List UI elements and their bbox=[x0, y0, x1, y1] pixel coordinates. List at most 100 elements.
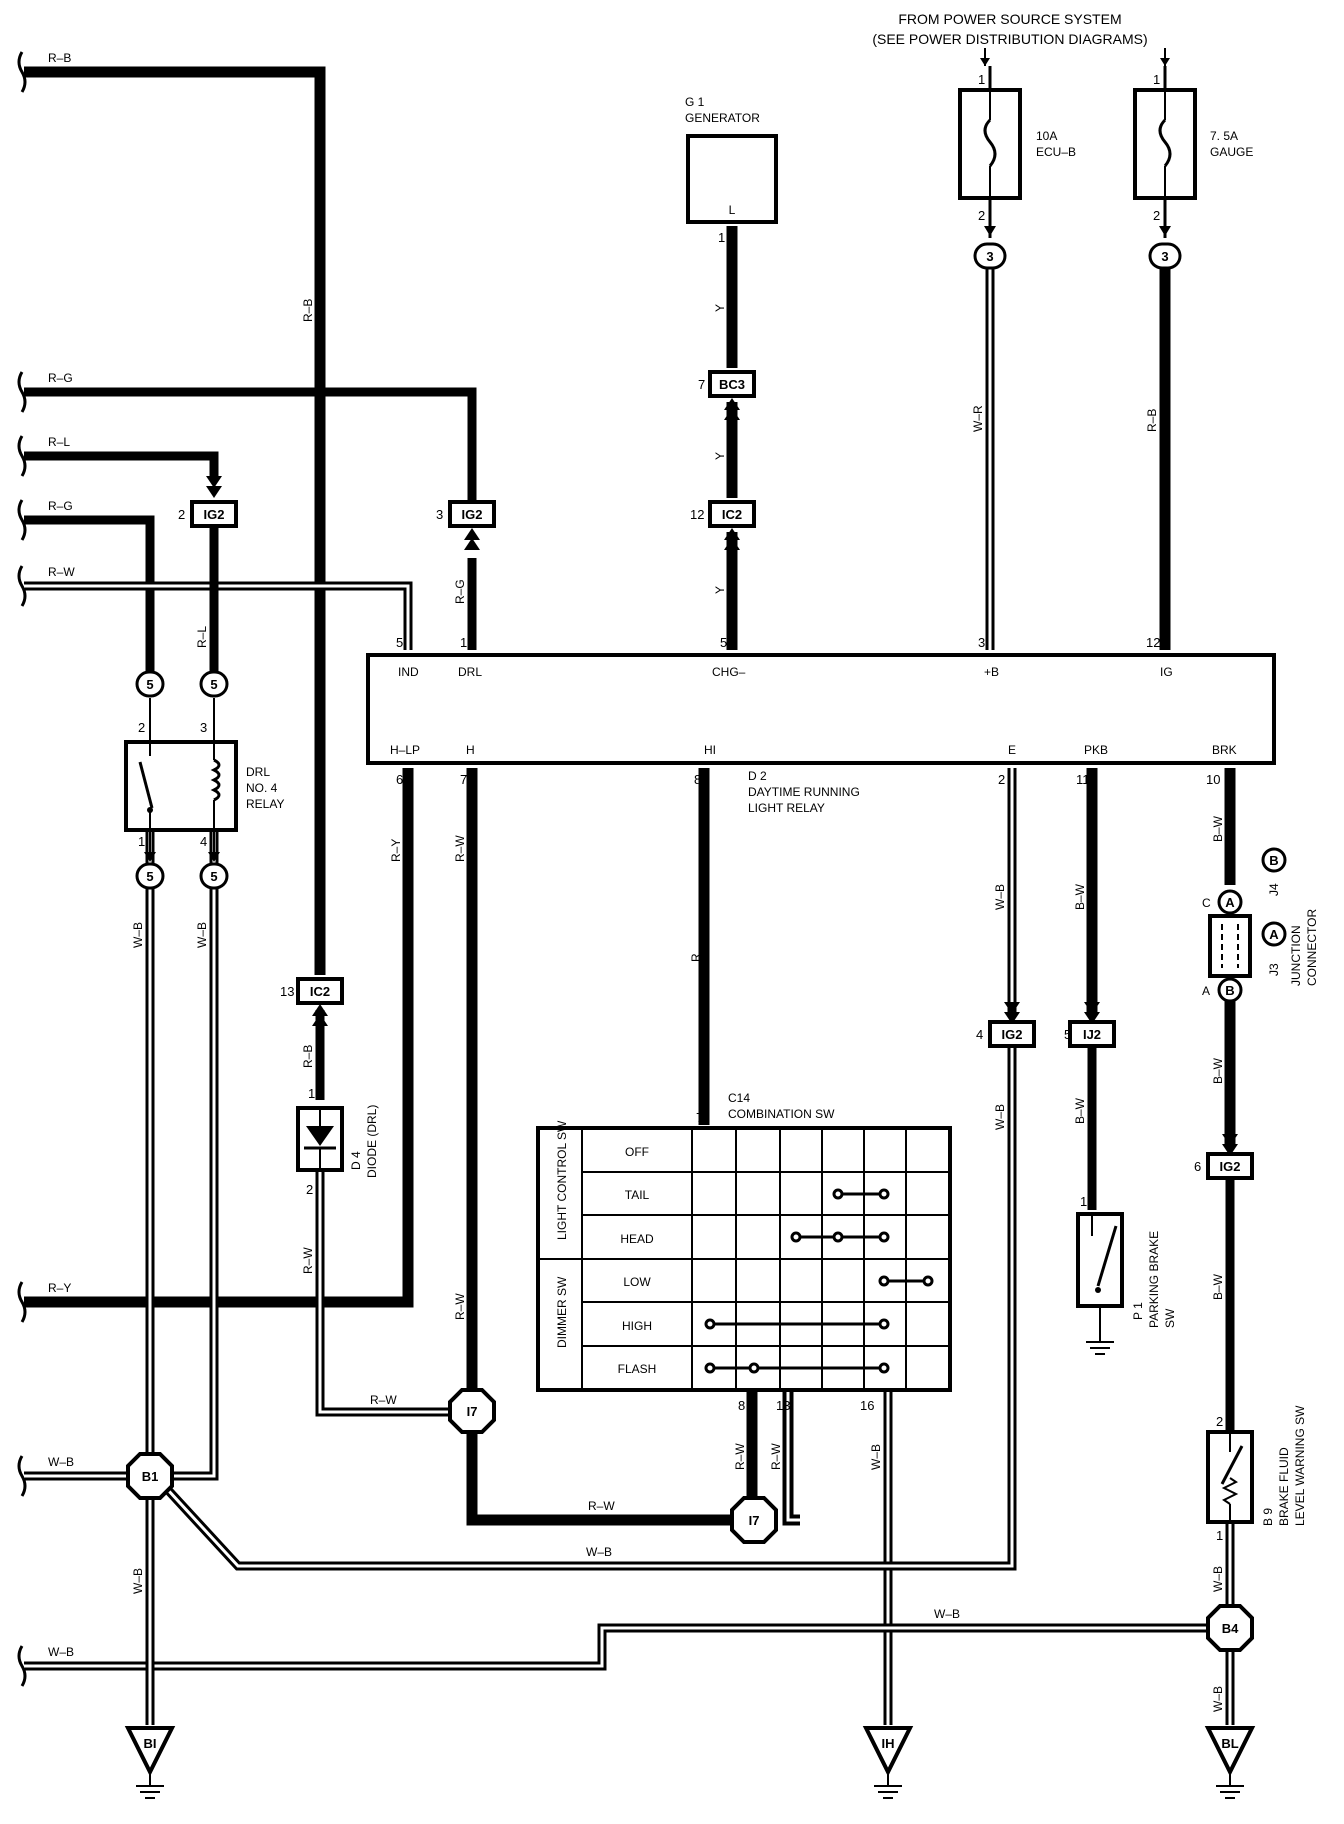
svg-text:JUNCTION: JUNCTION bbox=[1289, 925, 1303, 986]
svg-text:IND: IND bbox=[398, 665, 419, 679]
svg-text:W–B: W–B bbox=[1211, 1686, 1225, 1712]
svg-text:R–W: R–W bbox=[370, 1393, 397, 1407]
generator: G 1 GENERATOR L 1 bbox=[685, 95, 778, 245]
svg-text:7. 5A: 7. 5A bbox=[1210, 129, 1238, 143]
svg-text:2: 2 bbox=[1153, 208, 1160, 223]
svg-text:COMBINATION SW: COMBINATION SW bbox=[728, 1107, 835, 1121]
svg-text:A: A bbox=[1202, 984, 1210, 998]
svg-text:R–W: R–W bbox=[733, 1443, 747, 1470]
fuse-ecu-b: 1 2 10A ECU–B 3 bbox=[958, 66, 1076, 270]
combination-switch: C14 COMBINATION SW 7 LIGHT CONTROL SW DI… bbox=[536, 1091, 952, 1413]
svg-text:B: B bbox=[1269, 853, 1278, 868]
svg-text:IG: IG bbox=[1160, 665, 1173, 679]
drl-no4-relay: 5 5 2 3 1 4 DRL NO. 4 RELAY 5 5 bbox=[124, 670, 284, 890]
svg-text:8: 8 bbox=[694, 772, 701, 787]
svg-text:P 1: P 1 bbox=[1131, 1302, 1145, 1320]
svg-text:CHG–: CHG– bbox=[712, 665, 746, 679]
svg-text:3: 3 bbox=[200, 720, 207, 735]
svg-text:R–G: R–G bbox=[453, 579, 467, 604]
svg-text:IH: IH bbox=[882, 1736, 895, 1751]
svg-text:2: 2 bbox=[306, 1182, 313, 1197]
svg-text:W–B: W–B bbox=[48, 1455, 74, 1469]
svg-text:R–B: R–B bbox=[1145, 409, 1159, 432]
svg-text:3: 3 bbox=[978, 635, 985, 650]
connector-ig2-2: IG2 2 bbox=[178, 476, 238, 528]
svg-text:I7: I7 bbox=[749, 1513, 760, 1528]
splice-i7-lower: I7 bbox=[730, 1496, 778, 1544]
svg-text:1: 1 bbox=[1153, 72, 1160, 87]
svg-text:1: 1 bbox=[460, 635, 467, 650]
svg-text:R–Y: R–Y bbox=[48, 1281, 71, 1295]
svg-text:1: 1 bbox=[1216, 1528, 1223, 1543]
svg-text:IC2: IC2 bbox=[722, 507, 742, 522]
svg-text:B–W: B–W bbox=[1211, 1057, 1225, 1084]
svg-text:R–W: R–W bbox=[588, 1499, 615, 1513]
svg-text:5: 5 bbox=[146, 677, 153, 692]
svg-text:OFF: OFF bbox=[625, 1145, 649, 1159]
svg-text:11: 11 bbox=[1076, 772, 1090, 787]
svg-text:W–B: W–B bbox=[131, 1568, 145, 1594]
ground-bi: BI bbox=[124, 1726, 176, 1799]
svg-text:W–B: W–B bbox=[195, 922, 209, 948]
connector-ic2-12: IC2 12 bbox=[690, 500, 756, 550]
connector-ig2-4: IG2 4 bbox=[976, 1002, 1036, 1048]
splice-i7-upper: I7 bbox=[448, 1388, 496, 1434]
diode-drl: 1 2 D 4 DIODE (DRL) bbox=[296, 1086, 379, 1197]
svg-text:10A: 10A bbox=[1036, 129, 1057, 143]
svg-text:16: 16 bbox=[860, 1398, 874, 1413]
svg-text:2: 2 bbox=[138, 720, 145, 735]
svg-text:6: 6 bbox=[396, 772, 403, 787]
svg-text:13: 13 bbox=[776, 1398, 790, 1413]
left-wire-ends bbox=[17, 51, 27, 1687]
svg-text:3: 3 bbox=[986, 249, 993, 264]
svg-text:5: 5 bbox=[210, 869, 217, 884]
svg-text:(SEE POWER DISTRIBUTION DIAGRA: (SEE POWER DISTRIBUTION DIAGRAMS) bbox=[872, 31, 1147, 47]
svg-text:12: 12 bbox=[690, 507, 704, 522]
svg-text:+B: +B bbox=[984, 665, 999, 679]
svg-text:RELAY: RELAY bbox=[246, 797, 284, 811]
svg-text:2: 2 bbox=[1216, 1414, 1223, 1429]
svg-text:HI: HI bbox=[704, 743, 716, 757]
svg-text:W–B: W–B bbox=[48, 1645, 74, 1659]
svg-text:3: 3 bbox=[436, 507, 443, 522]
svg-text:IG2: IG2 bbox=[462, 507, 483, 522]
svg-text:DIMMER SW: DIMMER SW bbox=[555, 1276, 569, 1348]
svg-text:J4: J4 bbox=[1267, 883, 1281, 896]
svg-text:5: 5 bbox=[720, 635, 727, 650]
splice-b1: B1 bbox=[126, 1452, 174, 1500]
left-wire-labels: R–B R–G R–L R–G R–W R–Y W–B W–B bbox=[48, 51, 75, 1659]
connector-ic2-13: IC2 13 bbox=[280, 977, 344, 1026]
svg-text:HEAD: HEAD bbox=[620, 1232, 654, 1246]
svg-text:Y: Y bbox=[713, 452, 727, 460]
svg-text:PKB: PKB bbox=[1084, 743, 1108, 757]
svg-text:D 2: D 2 bbox=[748, 769, 767, 783]
svg-text:R–G: R–G bbox=[48, 371, 73, 385]
svg-text:H: H bbox=[466, 743, 475, 757]
svg-text:4: 4 bbox=[976, 1027, 983, 1042]
svg-text:6: 6 bbox=[1194, 1159, 1201, 1174]
svg-text:J3: J3 bbox=[1267, 963, 1281, 976]
svg-text:GENERATOR: GENERATOR bbox=[685, 111, 760, 125]
svg-text:LIGHT RELAY: LIGHT RELAY bbox=[748, 801, 825, 815]
svg-text:E: E bbox=[1008, 743, 1016, 757]
svg-text:LIGHT CONTROL SW: LIGHT CONTROL SW bbox=[555, 1120, 569, 1240]
svg-text:Y: Y bbox=[713, 586, 727, 594]
svg-text:CONNECTOR: CONNECTOR bbox=[1305, 909, 1319, 986]
svg-text:R–Y: R–Y bbox=[389, 839, 403, 862]
ground-bl: BL bbox=[1204, 1726, 1256, 1799]
svg-text:BRK: BRK bbox=[1212, 743, 1237, 757]
svg-text:W–B: W–B bbox=[934, 1607, 960, 1621]
svg-text:R–W: R–W bbox=[453, 835, 467, 862]
wire-color-labels: R–B R–L R–G Y Y Y W–R R–B R–Y R–W R W–B … bbox=[131, 299, 1225, 1712]
svg-text:BL: BL bbox=[1221, 1736, 1238, 1751]
svg-text:IG2: IG2 bbox=[204, 507, 225, 522]
svg-text:W–B: W–B bbox=[131, 922, 145, 948]
svg-text:H–LP: H–LP bbox=[390, 743, 420, 757]
junction-connector: A C B A A B J3 J4 JUNCTION CONNECTOR bbox=[1202, 847, 1319, 1003]
svg-text:SW: SW bbox=[1163, 1308, 1177, 1328]
svg-text:R–L: R–L bbox=[195, 626, 209, 648]
svg-text:5: 5 bbox=[396, 635, 403, 650]
svg-text:2: 2 bbox=[978, 208, 985, 223]
svg-text:IG2: IG2 bbox=[1220, 1159, 1241, 1174]
wires bbox=[24, 66, 1236, 1725]
